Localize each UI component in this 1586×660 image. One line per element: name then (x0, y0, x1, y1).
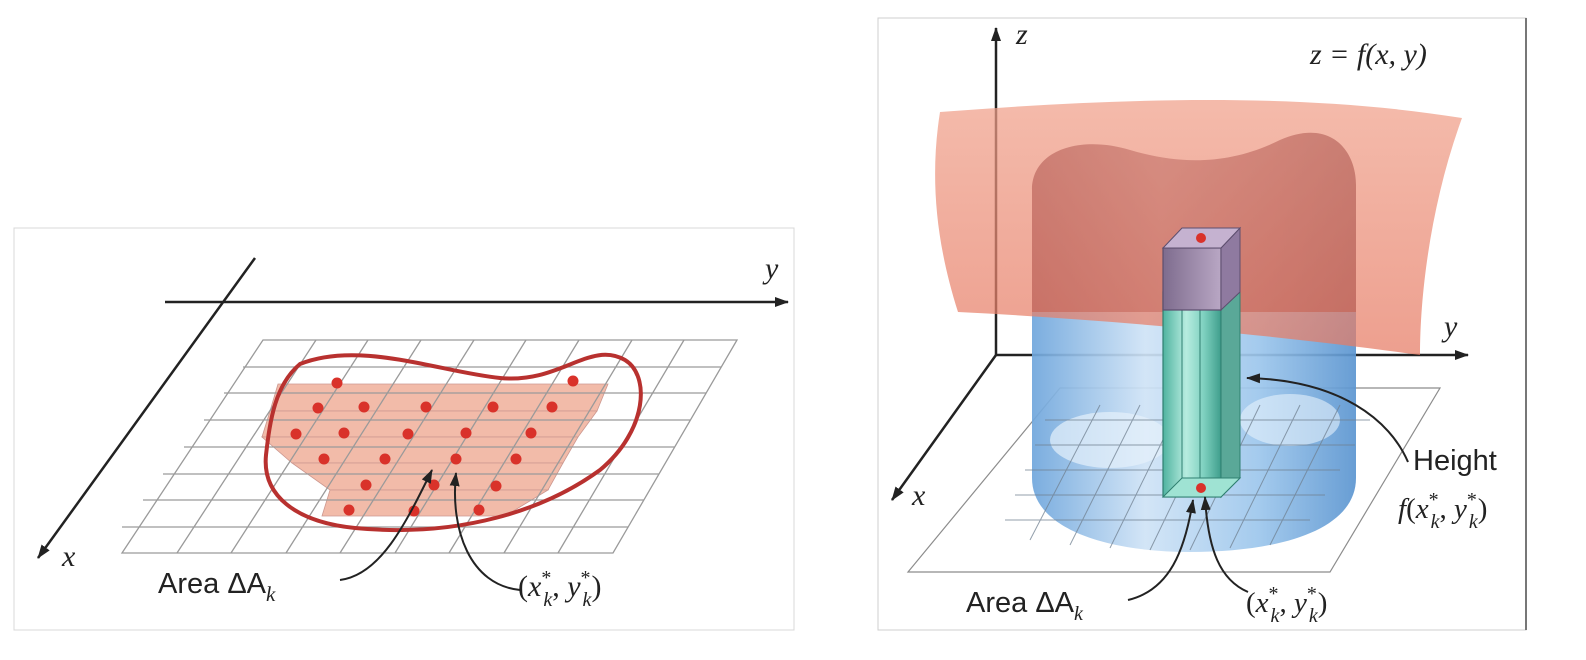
height-function-label: f(x*k, y*k) (1398, 489, 1487, 533)
region-boundary (263, 352, 643, 532)
column (1161, 226, 1242, 499)
surface-label: z = f(x, y) (1309, 38, 1427, 71)
column-top-point (1196, 233, 1206, 243)
right-panel: z y x z = f(x, y) Height f(x*k, y*k) Are… (877, 17, 1527, 631)
base-highlight-left (1050, 412, 1170, 468)
height-pointer (1246, 373, 1409, 463)
left-y-label: y (762, 252, 779, 285)
right-area-label: Area ΔAk (966, 587, 1084, 625)
height-label: Height (1413, 445, 1497, 477)
point-pointer-right (1200, 496, 1249, 593)
left-x-label: x (61, 540, 76, 573)
solid-upper-shade (1032, 132, 1356, 312)
z-label: z (1015, 18, 1028, 51)
left-panel: y x Area ΔAk (x*k, y*k) (13, 227, 795, 631)
area-pointer-left (339, 469, 433, 581)
left-x-axis (36, 257, 257, 559)
left-sample-points (290, 375, 579, 517)
point-pointer-left (449, 472, 521, 591)
right-y-label: y (1441, 310, 1458, 343)
column-base-point (1196, 483, 1206, 493)
left-point-label: (x*k, y*k) (518, 567, 601, 611)
area-pointer-right (1127, 499, 1196, 601)
right-x-axis (890, 354, 998, 501)
right-x-label: x (911, 479, 926, 512)
left-area-label: Area ΔAk (158, 568, 276, 606)
